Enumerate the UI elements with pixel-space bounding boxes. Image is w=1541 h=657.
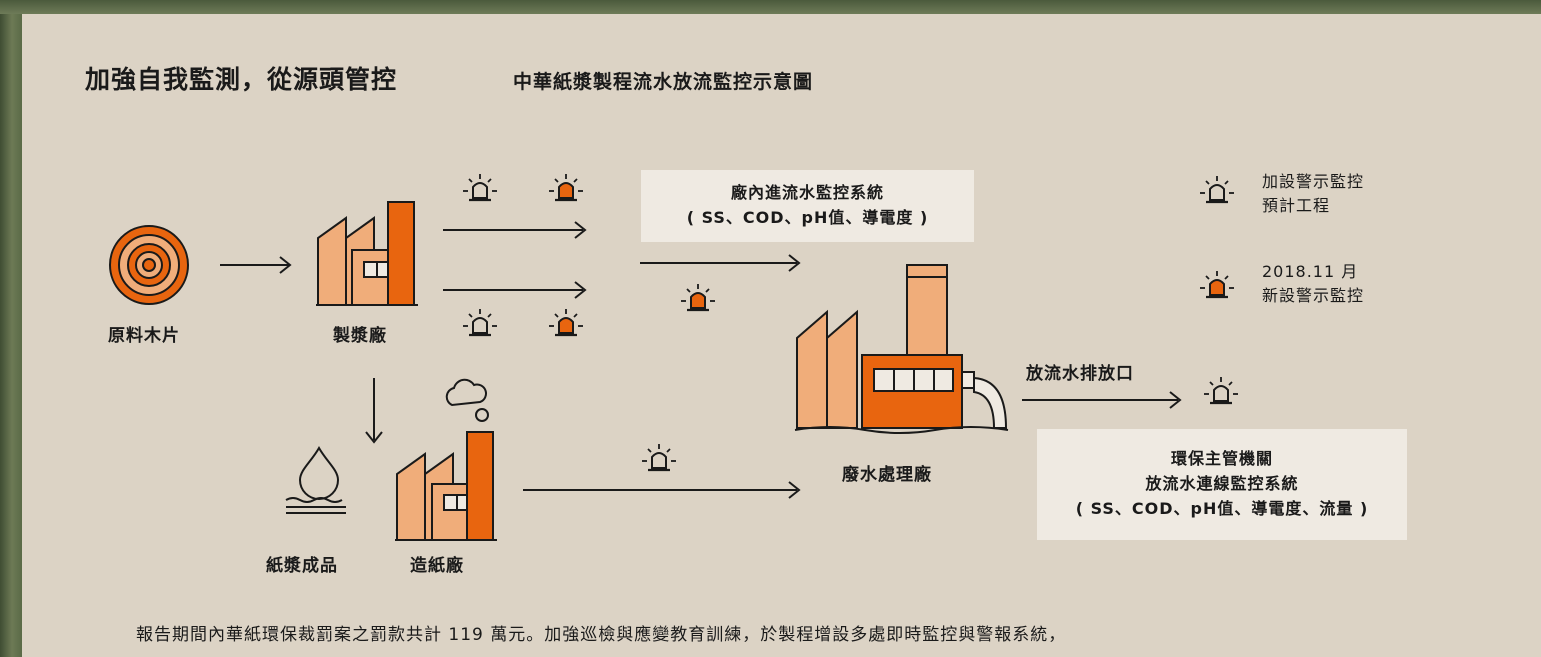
water-drop-icon <box>285 445 346 514</box>
epa-monitoring-box: 環保主管機關 放流水連線監控系統 ( SS、COD、pH值、導電度、流量 ) <box>1037 429 1407 540</box>
alarm-outline-icon <box>461 172 499 202</box>
inflow-monitoring-box: 廠內進流水監控系統 ( SS、COD、pH值、導電度 ) <box>641 170 974 242</box>
paper-mill-icon <box>395 431 497 541</box>
arrow-to-outlet <box>1022 391 1181 409</box>
label-wastewater-plant: 廢水處理廠 <box>842 465 932 485</box>
arrow-paper-to-wastewater <box>523 481 800 499</box>
arrow-to-wastewater-top <box>640 254 800 272</box>
label-pulp-product: 紙漿成品 <box>266 556 338 576</box>
wood-log-icon <box>109 225 189 305</box>
label-discharge-outlet: 放流水排放口 <box>1026 364 1134 384</box>
alarm-filled-icon <box>547 172 585 202</box>
legend-planned: 加設警示監控 預計工程 <box>1262 170 1364 218</box>
smoke-cloud-icon <box>445 378 489 422</box>
page-subtitle: 中華紙漿製程流水放流監控示意圖 <box>513 71 814 93</box>
label-pulp-mill: 製漿廠 <box>333 326 387 346</box>
alarm-filled-icon <box>547 307 585 337</box>
pulp-mill-icon <box>316 201 418 306</box>
alarm-filled-icon <box>679 282 717 312</box>
arrow-raw-to-pulp <box>220 256 291 274</box>
arrow-pulp-upper <box>443 221 586 239</box>
arrow-pulp-down <box>365 378 383 444</box>
epa-box-params: ( SS、COD、pH值、導電度、流量 ) <box>1075 499 1369 518</box>
label-paper-mill: 造紙廠 <box>410 556 464 576</box>
footer-text: 報告期間內華紙環保裁罰案之罰款共計 119 萬元。加強巡檢與應變教育訓練，於製程… <box>136 625 1067 645</box>
legend-new-line1: 2018.11 月 <box>1262 262 1359 281</box>
label-raw-material: 原料木片 <box>108 326 180 346</box>
inflow-box-title: 廠內進流水監控系統 <box>730 183 884 202</box>
alarm-outline-icon <box>1202 375 1240 405</box>
epa-box-subtitle: 放流水連線監控系統 <box>1145 474 1299 493</box>
arrow-pulp-lower <box>443 281 586 299</box>
diagram-panel <box>22 14 1541 657</box>
legend-planned-line1: 加設警示監控 <box>1262 172 1365 191</box>
inflow-box-params: ( SS、COD、pH值、導電度 ) <box>686 208 929 227</box>
legend-planned-line2: 預計工程 <box>1262 196 1331 215</box>
alarm-outline-icon <box>461 307 499 337</box>
legend-alarm-outline-icon <box>1198 174 1236 204</box>
alarm-outline-icon <box>640 442 678 472</box>
legend-new-line2: 新設警示監控 <box>1262 286 1365 305</box>
epa-box-title: 環保主管機關 <box>1170 449 1273 468</box>
legend-new: 2018.11 月 新設警示監控 <box>1262 260 1364 308</box>
legend-alarm-filled-icon <box>1198 269 1236 299</box>
wastewater-plant-icon <box>794 264 1009 434</box>
photo-background-top <box>0 0 1541 14</box>
page-title: 加強自我監測，從源頭管控 <box>85 65 398 94</box>
